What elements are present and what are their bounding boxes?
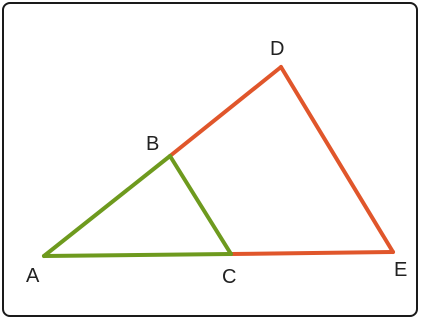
vertex-label-b: B	[146, 133, 159, 155]
segment-b-d	[168, 65, 283, 158]
segment-d-e	[279, 65, 395, 254]
segment-a-c	[42, 252, 233, 258]
vertex-label-e: E	[394, 259, 407, 281]
vertex-label-a: A	[26, 265, 40, 287]
figure-frame	[2, 2, 418, 317]
segment-a-b	[42, 154, 172, 258]
segment-c-e	[229, 250, 395, 256]
vertex-label-c: C	[222, 266, 236, 288]
segment-b-c	[168, 154, 233, 256]
vertex-label-d: D	[270, 38, 284, 60]
